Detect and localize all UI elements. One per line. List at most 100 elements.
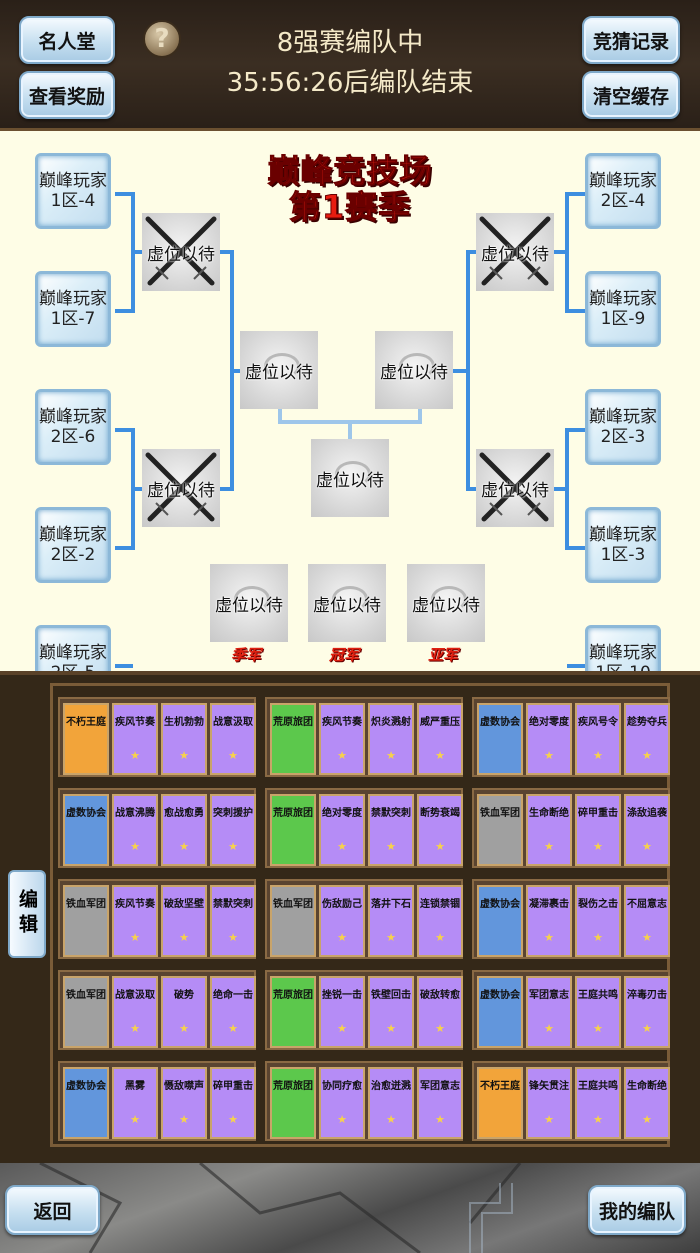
skill-card[interactable]: 绝命一击★ [210,976,256,1048]
skill-card[interactable]: 军团意志★ [417,1067,463,1139]
my-team-button[interactable]: 我的编队 [588,1185,686,1235]
team-lineup[interactable]: 荒原旅团协同疗愈★治愈迸溅★军团意志★ [265,1061,463,1141]
skill-card[interactable]: 威严重压★ [417,703,463,775]
qf-slot-left-top[interactable]: 虚位以待 [142,213,220,291]
faction-card[interactable]: 荒原旅团 [270,703,316,775]
faction-card[interactable]: 虚数协会 [477,976,523,1048]
team-lineup[interactable]: 虚数协会黑雾★慑敌噤声★碎甲重击★ [58,1061,256,1141]
faction-card[interactable]: 荒原旅团 [270,794,316,866]
skill-card[interactable]: 破势★ [161,976,207,1048]
bet-records-button[interactable]: 竞猜记录 [582,16,680,64]
team-lineup[interactable]: 荒原旅团疾风节奏★炽炎溅射★威严重压★ [265,697,463,777]
skill-card[interactable]: 生命断绝★ [624,1067,670,1139]
skill-card[interactable]: 禁默突刺★ [368,794,414,866]
team-lineup[interactable]: 荒原旅团绝对零度★禁默突刺★断势衰竭★ [265,788,463,868]
skill-card[interactable]: 疾风节奏★ [319,703,365,775]
team-lineup[interactable]: 虚数协会战意沸腾★愈战愈勇★突刺援护★ [58,788,256,868]
skill-card[interactable]: 王庭共鸣★ [575,1067,621,1139]
help-icon[interactable]: ? [143,20,181,58]
faction-card[interactable]: 荒原旅团 [270,976,316,1048]
team-lineup[interactable]: 虚数协会凝滞裹击★裂伤之击★不屈意志★ [472,879,670,959]
faction-card[interactable]: 荒原旅团 [270,1067,316,1139]
skill-card[interactable]: 破敌坚壁★ [161,885,207,957]
team-lineup[interactable]: 铁血军团伤敌励己★落井下石★连锁禁锢★ [265,879,463,959]
skill-card[interactable]: 治愈迸溅★ [368,1067,414,1139]
skill-card[interactable]: 炽炎溅射★ [368,703,414,775]
skill-card[interactable]: 绝对零度★ [319,794,365,866]
faction-card[interactable]: 不朽王庭 [63,703,109,775]
qf-slot-left-bottom[interactable]: 虚位以待 [142,449,220,527]
skill-card[interactable]: 疾风号令★ [575,703,621,775]
faction-card[interactable]: 铁血军团 [63,885,109,957]
skill-card[interactable]: 连锁禁锢★ [417,885,463,957]
skill-card[interactable]: 涤敌追袭★ [624,794,670,866]
skill-card[interactable]: 突刺援护★ [210,794,256,866]
skill-card[interactable]: 伤敌励己★ [319,885,365,957]
skill-card[interactable]: 碎甲重击★ [575,794,621,866]
champion-slot[interactable]: 虚位以待 [308,564,386,642]
skill-card[interactable]: 趁势夺兵★ [624,703,670,775]
faction-card[interactable]: 铁血军团 [477,794,523,866]
skill-card[interactable]: 铁壁回击★ [368,976,414,1048]
clear-cache-button[interactable]: 清空缓存 [582,71,680,119]
qf-slot-right-top[interactable]: 虚位以待 [476,213,554,291]
view-rewards-button[interactable]: 查看奖励 [19,71,115,119]
faction-card[interactable]: 铁血军团 [270,885,316,957]
team-lineup[interactable]: 不朽王庭疾风节奏★生机勃勃★战意汲取★ [58,697,256,777]
team-lineup[interactable]: 不朽王庭锋矢贯注★王庭共鸣★生命断绝★ [472,1061,670,1141]
skill-card[interactable]: 愈战愈勇★ [161,794,207,866]
team-lineup[interactable]: 荒原旅团挫锐一击★铁壁回击★破敌转愈★ [265,970,463,1050]
skill-card[interactable]: 锋矢贯注★ [526,1067,572,1139]
skill-card[interactable]: 黑雾★ [112,1067,158,1139]
faction-card[interactable]: 虚数协会 [63,1067,109,1139]
sf-slot-right[interactable]: 虚位以待 [375,331,453,409]
skill-card[interactable]: 断势衰竭★ [417,794,463,866]
qf-slot-right-bottom[interactable]: 虚位以待 [476,449,554,527]
skill-card[interactable]: 战意沸腾★ [112,794,158,866]
team-lineup[interactable]: 虚数协会绝对零度★疾风号令★趁势夺兵★ [472,697,670,777]
skill-card[interactable]: 落井下石★ [368,885,414,957]
hall-of-fame-button[interactable]: 名人堂 [19,16,115,64]
skill-card[interactable]: 碎甲重击★ [210,1067,256,1139]
skill-card[interactable]: 生机勃勃★ [161,703,207,775]
faction-card[interactable]: 不朽王庭 [477,1067,523,1139]
skill-card[interactable]: 裂伤之击★ [575,885,621,957]
skill-card[interactable]: 战意汲取★ [112,976,158,1048]
edit-button[interactable]: 编辑 [8,870,46,958]
skill-card[interactable]: 军团意志★ [526,976,572,1048]
skill-card[interactable]: 破敌转愈★ [417,976,463,1048]
faction-card[interactable]: 虚数协会 [477,885,523,957]
skill-card[interactable]: 慑敌噤声★ [161,1067,207,1139]
faction-card[interactable]: 铁血军团 [63,976,109,1048]
faction-card[interactable]: 虚数协会 [63,794,109,866]
team-lineup[interactable]: 铁血军团疾风节奏★破敌坚壁★禁默突刺★ [58,879,256,959]
team-lineup[interactable]: 虚数协会军团意志★王庭共鸣★淬毒刃击★ [472,970,670,1050]
skill-card[interactable]: 疾风节奏★ [112,885,158,957]
skill-card[interactable]: 不屈意志★ [624,885,670,957]
skill-card[interactable]: 绝对零度★ [526,703,572,775]
final-slot[interactable]: 虚位以待 [311,439,389,517]
skill-card[interactable]: 禁默突刺★ [210,885,256,957]
skill-card[interactable]: 王庭共鸣★ [575,976,621,1048]
team-lineup[interactable]: 铁血军团生命断绝★碎甲重击★涤敌追袭★ [472,788,670,868]
skill-card[interactable]: 凝滞裹击★ [526,885,572,957]
back-button[interactable]: 返回 [5,1185,100,1235]
skill-card[interactable]: 挫锐一击★ [319,976,365,1048]
skill-card[interactable]: 协同疗愈★ [319,1067,365,1139]
sf-slot-left[interactable]: 虚位以待 [240,331,318,409]
skill-card[interactable]: 生命断绝★ [526,794,572,866]
third-place-slot[interactable]: 虚位以待 [210,564,288,642]
skill-card[interactable]: 淬毒刃击★ [624,976,670,1048]
team-lineup[interactable]: 铁血军团战意汲取★破势★绝命一击★ [58,970,256,1050]
runner-up-slot[interactable]: 虚位以待 [407,564,485,642]
